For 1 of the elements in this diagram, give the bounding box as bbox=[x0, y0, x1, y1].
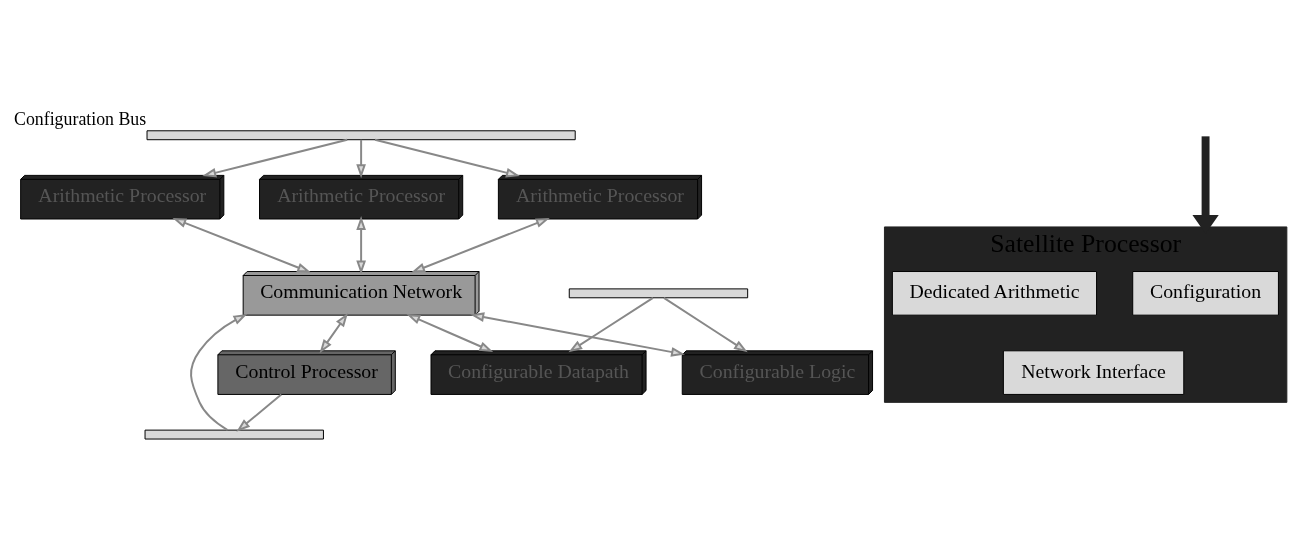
node-label: Configuration Bus bbox=[14, 108, 147, 129]
